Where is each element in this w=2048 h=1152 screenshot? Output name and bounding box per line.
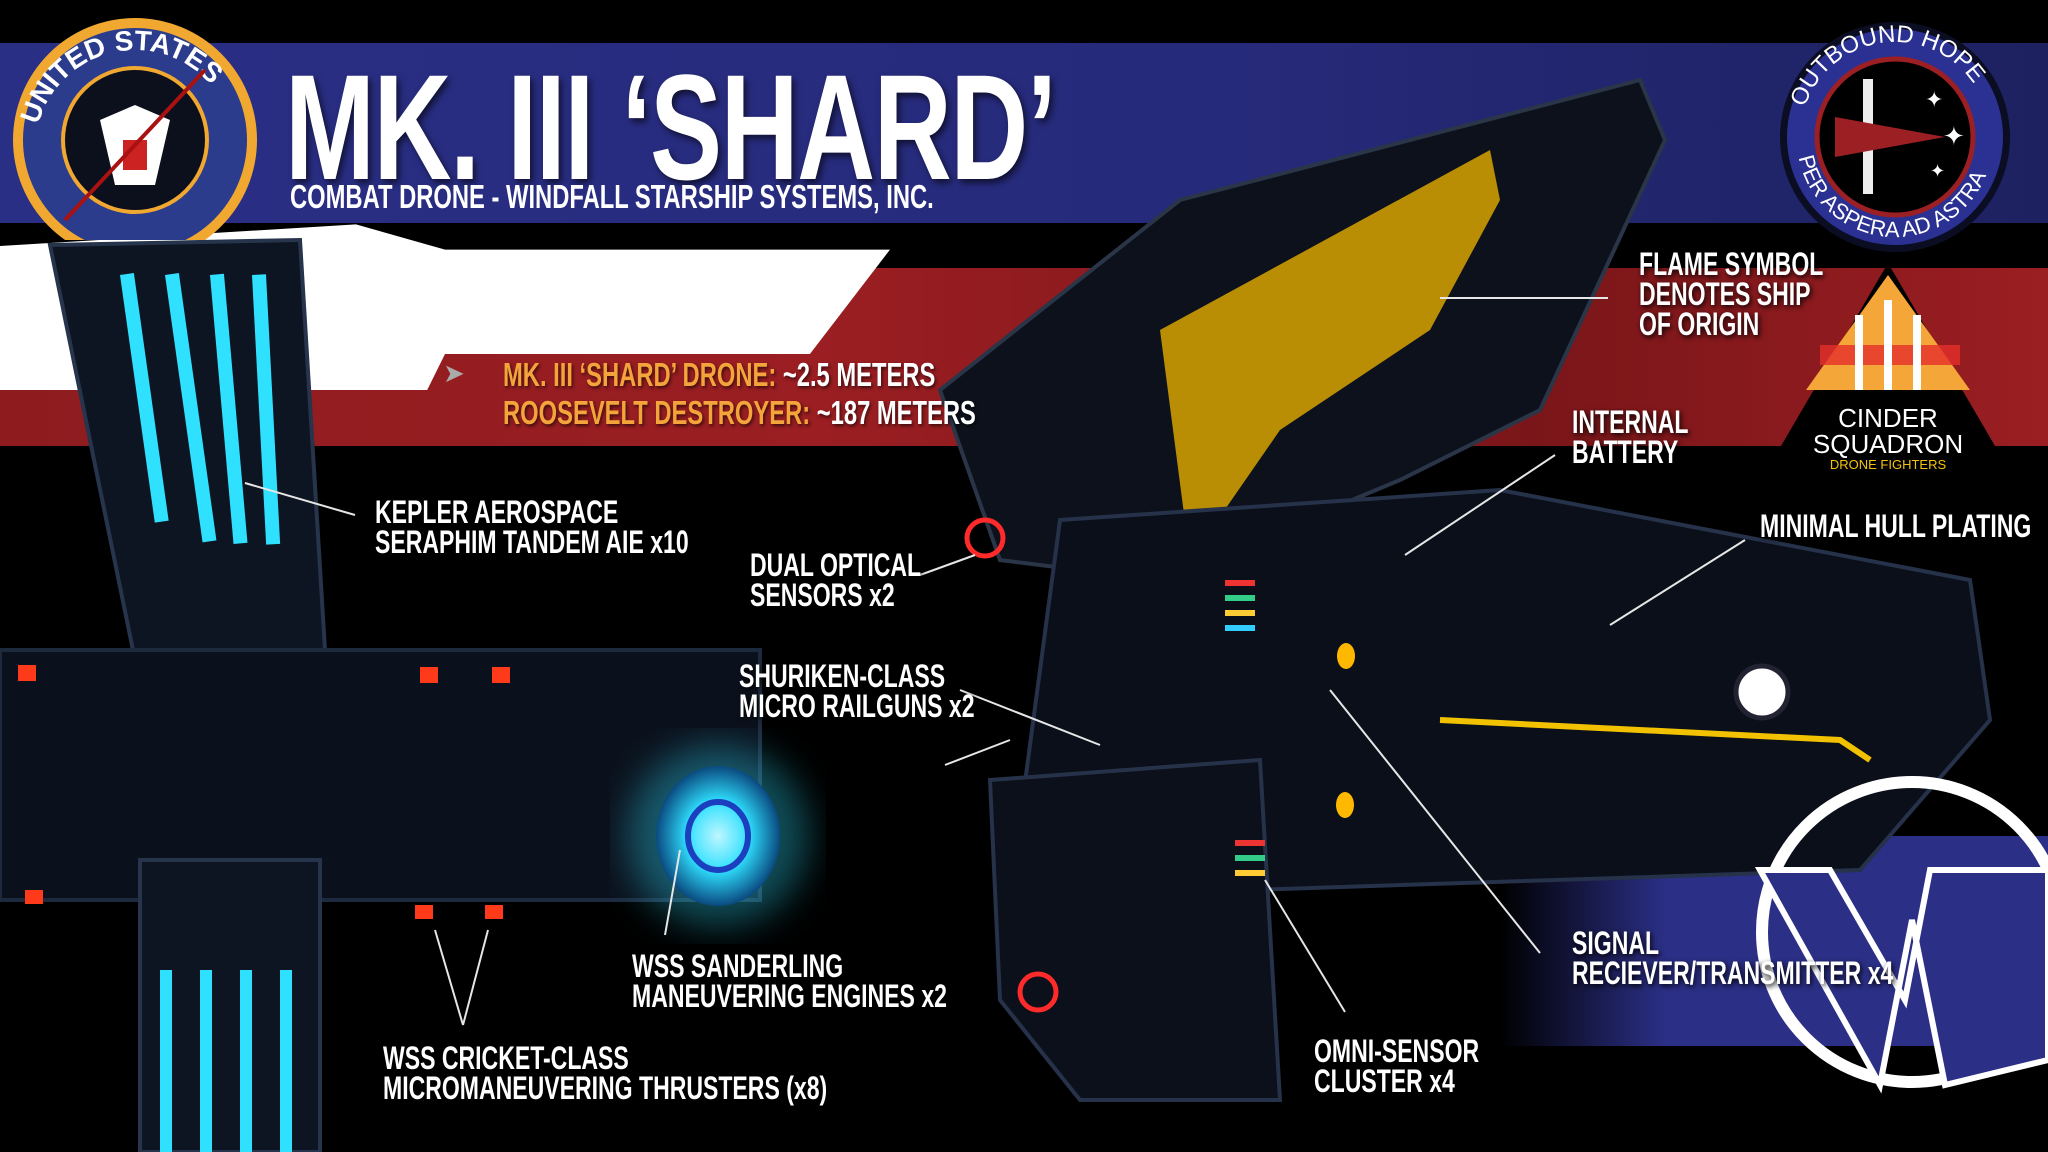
- star-icon: ✦: [1925, 87, 1943, 112]
- optical-sensor: [964, 517, 1006, 559]
- united-states-command-seal: UNITED STATES: [13, 18, 257, 240]
- svg-text:CINDER: CINDER: [1838, 403, 1938, 433]
- chevron-icon: ➤: [443, 358, 465, 388]
- engine-glow: [656, 766, 780, 906]
- outbound-hope-seal: OUTBOUND HOPE PER ASPERA AD ASTRA ✦ ✦ ✦: [1780, 21, 2010, 252]
- arrows-icon: [1855, 300, 1921, 390]
- engine-vents-upper: [120, 273, 281, 545]
- star-icon: ✦: [1943, 121, 1965, 151]
- size-destroyer: ROOSEVELT DESTROYER: ~187 METERS: [503, 394, 976, 431]
- omni-sensor-stripes: [1225, 580, 1265, 876]
- yellow-hull-panel: [1160, 150, 1500, 560]
- page-title: MK. III ‘SHARD’: [285, 43, 1057, 211]
- header-band: [0, 43, 2048, 223]
- thruster-lights: [18, 665, 510, 919]
- left-drone-side-view: [0, 237, 808, 1152]
- callout-hull: MINIMAL HULL PLATING: [1760, 508, 2032, 544]
- engine-vents-lower: [160, 970, 292, 1152]
- cinder-squadron-logo: CINDER SQUADRON DRONE FIGHTERS: [1764, 263, 2012, 475]
- windfall-logo: [1754, 776, 2048, 1094]
- insignia-decal: [1733, 663, 1791, 721]
- callout-leader-lines: [244, 297, 1746, 1026]
- size-drone: MK. III ‘SHARD’ DRONE: ~2.5 METERS: [503, 356, 936, 393]
- right-drone-angled-view: [937, 77, 1993, 1102]
- drone-fin-upper: [47, 237, 328, 663]
- star-icon: ✦: [1930, 161, 1945, 181]
- svg-text:SQUADRON: SQUADRON: [1813, 429, 1963, 459]
- optical-sensor: [1017, 971, 1059, 1013]
- page-subtitle: COMBAT DRONE - WINDFALL STARSHIP SYSTEMS…: [290, 178, 934, 215]
- svg-text:DRONE FIGHTERS: DRONE FIGHTERS: [1830, 457, 1947, 472]
